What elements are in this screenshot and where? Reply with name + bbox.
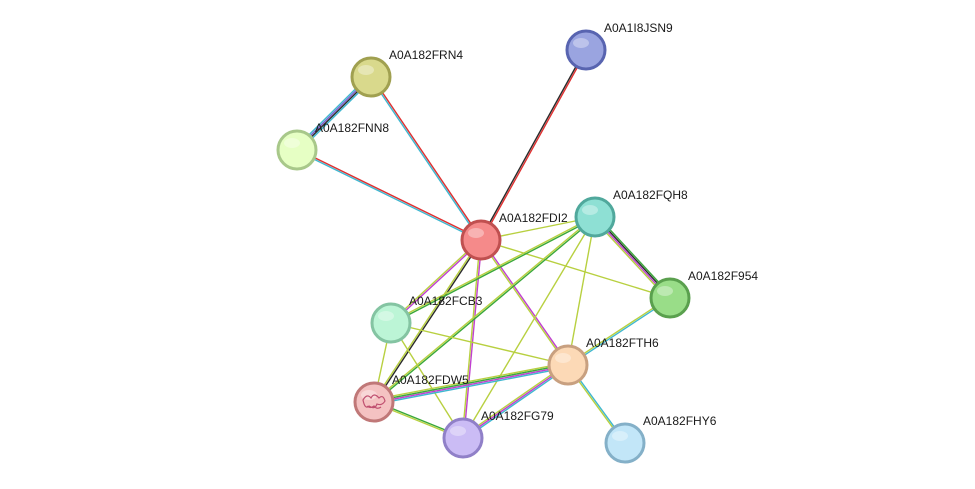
node-circle[interactable] (565, 29, 607, 71)
edge-evidence-line (374, 366, 569, 406)
edge-A0A182FTH6-A0A182FG79[interactable] (461, 363, 570, 440)
edge-evidence-line (567, 216, 596, 366)
node-highlight (555, 353, 571, 363)
edge-A0A182FCB3-A0A182FTH6[interactable] (390, 322, 569, 366)
node-circle[interactable] (370, 302, 412, 344)
edge-evidence-line (479, 49, 586, 240)
edge-A0A182FQH8-A0A182FG79[interactable] (462, 216, 596, 439)
edge-evidence-line (371, 76, 483, 240)
node-circle[interactable] (350, 56, 392, 98)
edge-A0A182FQH8-A0A182FTH6[interactable] (567, 216, 596, 366)
edge-A0A182FDI2-A0A182FG79[interactable] (461, 239, 483, 439)
node-circle[interactable] (604, 422, 646, 464)
node-A0A182FDW5[interactable]: A0A182FDW5 (353, 373, 469, 423)
node-highlight (612, 431, 628, 441)
edge-evidence-line (463, 365, 570, 440)
node-A0A182FCB3[interactable]: A0A182FCB3 (370, 294, 483, 344)
edge-evidence-line (374, 240, 483, 403)
node-A0A182FQH8[interactable]: A0A182FQH8 (574, 188, 688, 238)
node-label: A0A182FNN8 (315, 121, 389, 135)
edge-A0A182FDI2-A0A182FDW5[interactable] (372, 239, 483, 403)
node-circle[interactable] (353, 381, 395, 423)
node-highlight (468, 228, 484, 238)
edge-evidence-line (373, 361, 568, 401)
node-highlight (284, 138, 300, 148)
node-circle[interactable] (649, 277, 691, 319)
node-label: A0A182FDW5 (392, 373, 469, 387)
edge-evidence-line (463, 240, 483, 439)
node-label: A0A1I8JSN9 (604, 21, 673, 35)
node-A0A182F954[interactable]: A0A182F954 (649, 269, 758, 319)
edge-A0A182FTH6-A0A182FDW5[interactable] (373, 361, 569, 406)
node-A0A1I8JSN9[interactable]: A0A1I8JSN9 (565, 21, 673, 71)
node-circle[interactable] (460, 219, 502, 261)
edge-evidence-line (374, 365, 569, 404)
edge-evidence-line (481, 239, 570, 365)
edge-A0A182FDI2-A0A182F954[interactable] (480, 239, 671, 299)
edge-A0A182FQH8-A0A182FDW5[interactable] (373, 215, 596, 404)
node-highlight (358, 65, 374, 75)
edge-A0A182FCB3-A0A182FG79[interactable] (390, 322, 464, 439)
node-label: A0A182FHY6 (643, 414, 717, 428)
edge-evidence-line (480, 239, 671, 299)
edge-evidence-line (481, 50, 588, 241)
node-A0A182FHY6[interactable]: A0A182FHY6 (604, 414, 717, 464)
edge-evidence-line (390, 322, 569, 366)
edge-evidence-line (461, 363, 568, 438)
edge-evidence-line (390, 322, 464, 439)
edge-evidence-line (390, 215, 595, 323)
edge-evidence-line (391, 217, 596, 325)
node-A0A182FG79[interactable]: A0A182FG79 (442, 409, 554, 459)
node-highlight (573, 38, 589, 48)
node-circle[interactable] (276, 129, 318, 171)
node-A0A182FDI2[interactable]: A0A182FDI2 (460, 211, 568, 261)
edge-evidence-line (479, 240, 568, 366)
edge-evidence-line (461, 239, 481, 438)
node-circle[interactable] (547, 344, 589, 386)
node-label: A0A182FDI2 (499, 211, 568, 225)
edge-A0A182FDI2-A0A182FTH6[interactable] (479, 239, 570, 366)
edge-evidence-line (373, 215, 595, 402)
edge-evidence-line (373, 363, 568, 402)
node-label: A0A182F954 (688, 269, 758, 283)
protein-structure-icon (362, 394, 386, 409)
node-highlight (582, 205, 598, 215)
node-circle[interactable] (442, 417, 484, 459)
node-label: A0A182FG79 (481, 409, 554, 423)
node-highlight (657, 286, 673, 296)
edge-evidence-line (372, 239, 481, 402)
node-label: A0A182FQH8 (613, 188, 688, 202)
edge-evidence-line (297, 148, 482, 240)
edge-A0A182FRN4-A0A182FDI2[interactable] (369, 76, 483, 241)
node-label: A0A182FCB3 (409, 294, 483, 308)
edge-evidence-line (296, 150, 481, 242)
node-label: A0A182FTH6 (586, 336, 659, 350)
node-highlight (378, 311, 394, 321)
edge-A0A1I8JSN9-A0A182FDI2[interactable] (479, 49, 588, 241)
node-circle[interactable] (574, 196, 616, 238)
node-A0A182FTH6[interactable]: A0A182FTH6 (547, 336, 659, 386)
node-A0A182FNN8[interactable]: A0A182FNN8 (276, 121, 389, 171)
node-highlight (450, 426, 466, 436)
edge-evidence-line (369, 77, 481, 241)
edge-evidence-line (462, 216, 596, 439)
node-label: A0A182FRN4 (389, 48, 463, 62)
edge-A0A182FQH8-A0A182FCB3[interactable] (390, 215, 596, 325)
edge-A0A182FNN8-A0A182FDI2[interactable] (296, 148, 482, 242)
edge-evidence-line (374, 217, 596, 404)
edge-evidence-line (462, 364, 569, 439)
node-A0A182FRN4[interactable]: A0A182FRN4 (350, 48, 463, 98)
